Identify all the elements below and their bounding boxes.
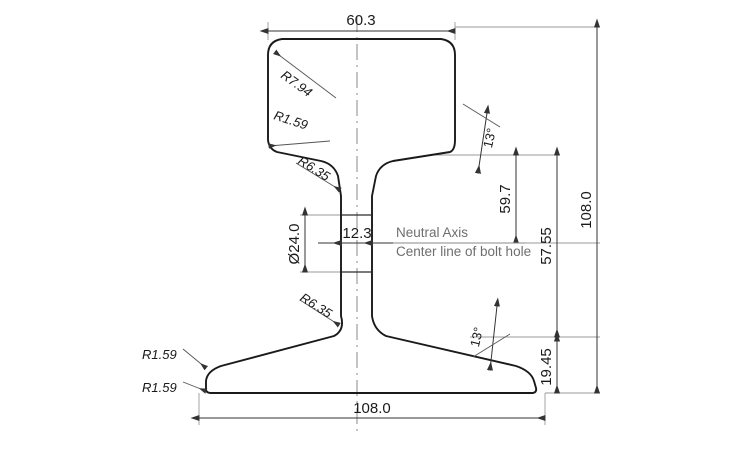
radius-label-r7-94: R7.94	[278, 67, 315, 100]
radius-leader-head-side: R1.59	[268, 108, 331, 149]
note-neutral-axis: Neutral Axis	[396, 225, 468, 240]
angle-label-13-lower: 13°	[467, 326, 486, 349]
angle-head-underside: 13°	[462, 103, 501, 174]
dimension-59-7-label: 59.7	[497, 184, 514, 213]
dimension-head-width-label: 60.3	[346, 12, 375, 29]
angle-label-13-upper: 13°	[480, 127, 499, 150]
angle-base-slope: 13°	[467, 297, 511, 371]
dimension-total-height-label: 108.0	[578, 191, 595, 229]
bolt-hole-detail	[341, 214, 372, 273]
note-bolt-hole-centerline: Center line of bolt hole	[396, 244, 531, 259]
dimension-axis-to-top-label: 57.55	[538, 227, 555, 265]
dimension-bolt-hole-diameter: Ø24.0	[286, 206, 309, 273]
radius-leader-head-top-corner: R7.94	[273, 49, 337, 100]
radius-leader-web-fillet-upper: R6.35	[295, 153, 342, 193]
dimension-bolt-hole-label: Ø24.0	[286, 224, 303, 265]
radius-label-r1-59-head: R1.59	[272, 108, 310, 133]
rail-profile-outline	[205, 38, 538, 394]
dimension-19-45-label: 19.45	[538, 348, 555, 386]
radius-leader-web-fillet-lower: R6.35	[297, 290, 341, 328]
dimension-total-height: 108.0	[578, 18, 601, 394]
dimension-head-underside-to-axis: 59.7	[497, 146, 520, 244]
radius-label-r6-35-upper: R6.35	[295, 153, 333, 185]
dimension-base-width-label: 108.0	[353, 400, 391, 417]
radius-label-r1-59-toe-upper: R1.59	[142, 347, 177, 362]
neutral-axis-group: Neutral Axis Center line of bolt hole	[393, 225, 531, 259]
radius-leader-base-toe-upper: R1.59	[142, 347, 209, 371]
dimension-web-thickness: 12.3	[318, 225, 393, 247]
radius-label-r1-59-toe-lower: R1.59	[142, 380, 177, 395]
dimension-head-width: 60.3	[259, 12, 456, 35]
radius-label-r6-35-lower: R6.35	[297, 290, 335, 322]
dimension-axis-to-top: 57.55	[538, 146, 561, 338]
radius-leader-base-toe-lower: R1.59	[142, 380, 208, 395]
dimension-web-thickness-label: 12.3	[342, 225, 371, 242]
dimension-base-to-axis: 19.45	[538, 332, 561, 394]
dimension-base-width: 108.0	[190, 400, 546, 422]
